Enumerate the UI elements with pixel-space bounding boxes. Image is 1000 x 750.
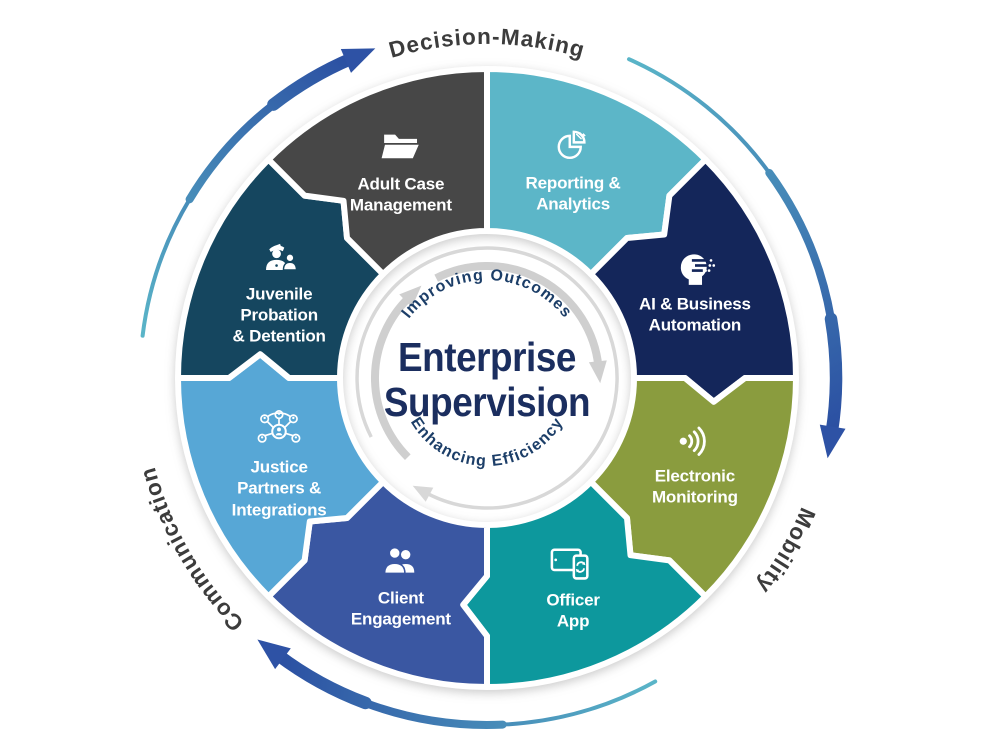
outer-cycle-arrow-bottom — [271, 648, 372, 710]
center-title-line2: Supervision — [383, 379, 591, 425]
ring-text-improving-outcomes: Improving Outcomes — [399, 267, 576, 322]
center-title: Enterprise Supervision — [383, 333, 591, 425]
outer-cycle-arrow-right — [765, 168, 835, 323]
inner-cycle-arc — [371, 294, 412, 461]
outer-cycle-arrow-bottom — [361, 699, 507, 729]
outer-cycle-arrow-bottom — [500, 679, 658, 727]
outer-cycle-arrow-top-left — [267, 52, 358, 111]
outer-label-decision-making: Decision-Making — [386, 24, 588, 63]
outer-cycle-arrowhead-top-left — [340, 48, 376, 73]
inner-cycle-arrows — [355, 246, 619, 510]
inner-ring-outline — [355, 246, 619, 510]
outer-cycle-arrow-right — [627, 57, 772, 175]
outer-cycle-arrowhead-right — [819, 424, 846, 459]
outer-cycle-arrow-top-left — [185, 100, 278, 204]
inner-ring-arrowhead — [412, 485, 434, 502]
segment-shape-7 — [265, 66, 490, 278]
inner-cycle-arc — [434, 262, 603, 367]
wheel-segments — [175, 66, 799, 690]
outer-cycle-arrowhead-bottom — [257, 639, 291, 670]
outer-cycle-arrow-right — [824, 312, 843, 439]
inner-cycle-arrowhead — [588, 360, 607, 384]
center-title-line1: Enterprise — [397, 333, 577, 380]
outer-cycle-arrow-top-left — [140, 197, 192, 338]
inner-cycle-arrowhead — [399, 285, 422, 308]
outer-cycle-arrows — [140, 48, 846, 729]
